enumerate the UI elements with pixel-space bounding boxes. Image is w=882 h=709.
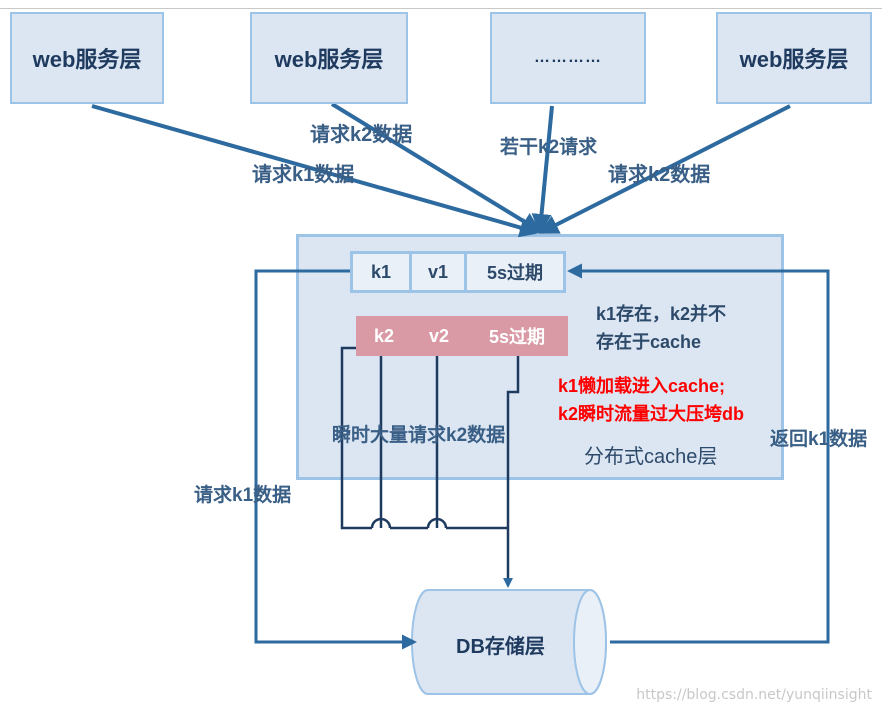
db-label: DB存储层 [456,636,545,658]
web-service-label: web服务层 [274,47,384,72]
web-service-label: web服务层 [739,47,849,72]
cache-cell-k1: k1 [350,251,412,293]
label-several-k2: 若干k2请求 [500,137,598,158]
label-burst-k2: 瞬时大量请求k2数据 [332,425,506,446]
cell-text: 5s过期 [488,327,546,347]
web-service-box-3: web服务层 [716,12,872,104]
cell-text: v1 [427,261,449,282]
cache-cell-k1-expire: 5s过期 [464,251,566,293]
cache-cell-v1: v1 [409,251,467,293]
red-note-line-1: k1懒加载进入cache; [558,376,726,396]
cell-text: k1 [370,261,392,282]
label-req-k1-left: 请求k1数据 [194,485,292,506]
ellipsis-box: ………… [490,12,646,104]
cell-text: 5s过期 [486,263,544,283]
cell-text: v2 [428,325,450,346]
cache-cell-v2: v2 [410,316,468,356]
label-req-k1-top: 请求k1数据 [252,164,355,186]
watermark: https://blog.csdn.net/yunqiinsight [636,687,872,703]
web-service-box-1: web服务层 [10,12,164,104]
label-req-k2-right: 请求k2数据 [608,164,711,186]
cell-text: k2 [373,325,395,346]
cache-layer-label: 分布式cache层 [584,446,718,468]
note-line-2: 存在于cache [596,332,702,352]
cache-cell-k2: k2 [356,316,412,356]
db-cylinder [411,589,607,695]
red-note-line-2: k2瞬时流量过大压垮db [558,404,745,424]
top-divider [0,8,882,9]
note-line-1: k1存在，k2并不 [596,304,727,324]
ellipsis-label: ………… [534,49,602,66]
web-service-label: web服务层 [32,47,142,72]
web-service-box-2: web服务层 [250,12,408,104]
label-req-k2-top: 请求k2数据 [310,124,413,146]
label-return-k1: 返回k1数据 [770,429,868,450]
cache-cell-k2-expire: 5s过期 [466,316,568,356]
